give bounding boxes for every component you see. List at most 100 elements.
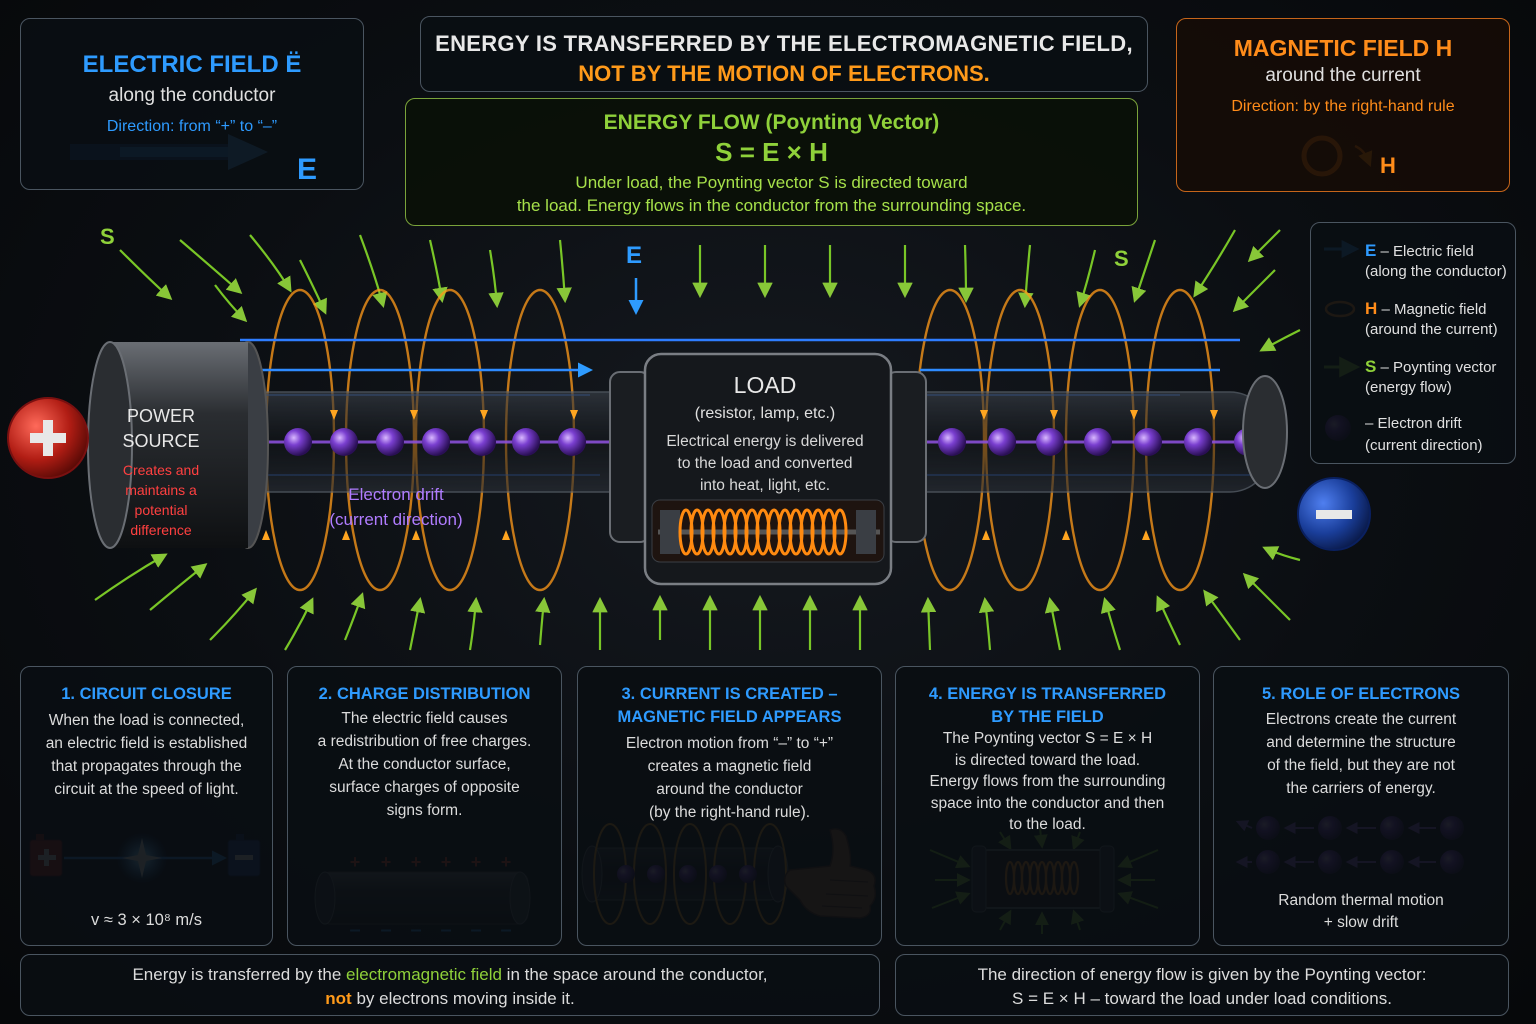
step1-title: 1. CIRCUIT CLOSURE xyxy=(61,685,232,703)
step-charge-distribution: 2. CHARGE DISTRIBUTION The electric fiel… xyxy=(287,666,562,946)
magnetic-field-subtitle: around the current xyxy=(1265,65,1421,86)
load-desc-1: Electrical energy is delivered xyxy=(666,433,864,450)
electron xyxy=(1184,428,1212,456)
power-source xyxy=(87,341,269,549)
load-name: LOAD xyxy=(733,372,797,398)
step2-line2: a redistribution of free charges. xyxy=(317,733,532,750)
footer-left-not: not xyxy=(325,989,352,1008)
headline-line2: NOT BY THE MOTION OF ELECTRONS. xyxy=(578,61,990,86)
electron xyxy=(558,428,586,456)
electron xyxy=(376,428,404,456)
magnetic-loop-arrow xyxy=(980,410,988,420)
legend-h-text: – Magnetic field xyxy=(1377,301,1487,318)
power-source-label: POWER SOURCE Creates and maintains a pot… xyxy=(106,404,216,540)
step2-line1: The electric field causes xyxy=(341,710,508,727)
negative-end-cap xyxy=(1242,375,1288,489)
step3-line2: creates a magnetic field xyxy=(647,758,812,775)
step1-line2: an electric field is established xyxy=(45,735,248,752)
headline-line1: ENERGY IS TRANSFERRED BY THE ELECTROMAGN… xyxy=(435,31,1133,56)
step-energy-transferred: 4. ENERGY IS TRANSFERRED BY THE FIELD Th… xyxy=(895,666,1200,946)
step4-line4: space into the conductor and then xyxy=(930,794,1165,812)
step-current-created: 3. CURRENT IS CREATED – MAGNETIC FIELD A… xyxy=(577,666,882,946)
electric-field-title: ELECTRIC FIELD Ë xyxy=(82,51,302,78)
step4-line2: is directed toward the load. xyxy=(954,751,1141,769)
magnetic-loop-arrow xyxy=(1142,530,1150,540)
electron xyxy=(468,428,496,456)
poynting-desc-line1: Under load, the Poynting vector S is dir… xyxy=(575,173,968,192)
step1-line3: that propagates through the xyxy=(51,758,242,775)
s-label-right: S xyxy=(1114,246,1129,271)
legend-e-symbol: E xyxy=(1365,241,1377,260)
power-source-name1: POWER xyxy=(126,406,195,426)
drift-line2: (current direction) xyxy=(329,510,463,529)
magnetic-loop-arrow xyxy=(982,530,990,540)
electron xyxy=(284,428,312,456)
legend-s-sub: (energy flow) xyxy=(1365,379,1452,396)
positive-terminal xyxy=(7,397,89,479)
footer-left-pre: Energy is transferred by the xyxy=(132,965,347,984)
magnetic-loop-arrow xyxy=(1050,410,1058,420)
step3-title-2: MAGNETIC FIELD APPEARS xyxy=(617,708,842,726)
magnetic-field-panel: MAGNETIC FIELD H around the current Dire… xyxy=(1176,18,1510,192)
step5-line4: the carriers of energy. xyxy=(1286,780,1436,797)
step-role-of-electrons: 5. ROLE OF ELECTRONS Electrons create th… xyxy=(1213,666,1509,946)
electron xyxy=(1036,428,1064,456)
electron xyxy=(512,428,540,456)
electric-field-panel: ELECTRIC FIELD Ë along the conductor Dir… xyxy=(20,18,364,190)
step5-line1: Electrons create the current xyxy=(1265,711,1457,728)
footer-left-highlight: electromagnetic field xyxy=(346,965,502,984)
step1-line1: When the load is connected, xyxy=(48,712,245,729)
magnetic-loop-arrow xyxy=(1062,530,1070,540)
magnetic-loop-arrow xyxy=(480,410,488,420)
step-circuit-closure: 1. CIRCUIT CLOSURE When the load is conn… xyxy=(20,666,273,946)
load-label: LOAD (resistor, lamp, etc.) Electrical e… xyxy=(650,372,880,497)
s-label-left: S xyxy=(100,224,115,249)
step1-line4: circuit at the speed of light. xyxy=(54,781,239,798)
power-source-desc-3: potential xyxy=(134,502,188,518)
poynting-desc-line2: the load. Energy flows in the conductor … xyxy=(516,196,1027,215)
poynting-panel: ENERGY FLOW (Poynting Vector) S = E × H … xyxy=(405,98,1138,226)
electron xyxy=(330,428,358,456)
step3-title-1: 3. CURRENT IS CREATED – xyxy=(621,685,838,703)
poynting-field-lines xyxy=(94,229,1301,651)
load-box xyxy=(609,352,927,586)
power-source-desc-1: Creates and xyxy=(122,462,200,478)
step2-line5: signs form. xyxy=(386,802,463,819)
legend-item-h: H – Magnetic field (around the current) xyxy=(1311,295,1517,345)
step4-title-1: 4. ENERGY IS TRANSFERRED xyxy=(928,685,1167,703)
electron xyxy=(422,428,450,456)
step4-line5: to the load. xyxy=(1009,816,1086,833)
legend-electron-sub: (current direction) xyxy=(1365,437,1483,454)
magnetic-loop-arrow xyxy=(262,530,270,540)
magnetic-field-symbol: H xyxy=(1380,153,1396,178)
step5-extra1: Random thermal motion xyxy=(1278,892,1444,909)
electron xyxy=(988,428,1016,456)
legend-e-sub: (along the conductor) xyxy=(1365,263,1507,280)
power-source-desc-4: difference xyxy=(130,522,192,538)
footer-left-post: in the space around the conductor, xyxy=(501,965,768,984)
magnetic-loop-arrow xyxy=(410,410,418,420)
electric-field-symbol: E xyxy=(297,153,318,186)
step5-extra2: + slow drift xyxy=(1323,914,1399,931)
footer-left: Energy is transferred by the electromagn… xyxy=(20,954,880,1016)
electron xyxy=(938,428,966,456)
speed-of-light: v ≈ 3 × 10⁸ m/s xyxy=(91,911,202,929)
load-desc-3: into heat, light, etc. xyxy=(699,477,831,494)
step3-line1: Electron motion from “–” to “+” xyxy=(625,735,834,752)
step5-line2: and determine the structure xyxy=(1266,734,1456,751)
e-label-top: E xyxy=(626,242,643,269)
footer-left-rest: by electrons moving inside it. xyxy=(351,989,575,1008)
electron-chain xyxy=(238,428,1262,456)
step2-line4: surface charges of opposite xyxy=(329,779,520,796)
magnetic-loop-arrow xyxy=(1130,410,1138,420)
power-source-desc-2: maintains a xyxy=(125,482,197,498)
electric-field-subtitle: along the conductor xyxy=(108,85,276,106)
step3-line3: around the conductor xyxy=(656,781,803,798)
electron-drift-label: Electron drift (current direction) xyxy=(316,482,476,532)
magnetic-loop-arrow xyxy=(502,530,510,540)
step4-line3: Energy flows from the surrounding xyxy=(929,773,1166,790)
magnetic-field-direction: Direction: by the right-hand rule xyxy=(1231,98,1455,115)
heating-coil xyxy=(678,508,848,556)
coil-turn xyxy=(832,508,848,556)
negative-terminal xyxy=(1297,477,1371,551)
